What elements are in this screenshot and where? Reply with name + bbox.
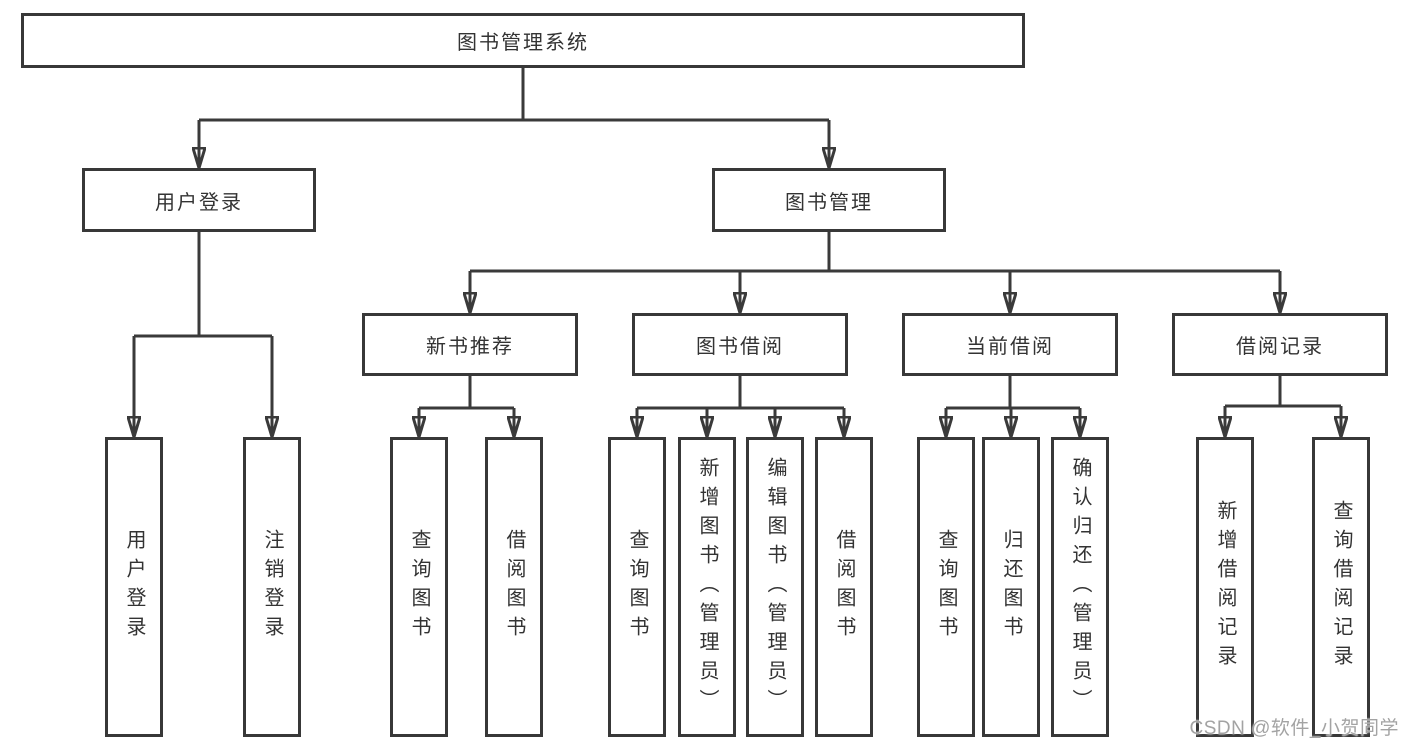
connector-user-login-children [134, 232, 272, 437]
connector-new-book-children [419, 376, 514, 437]
connector-book-management-children [470, 232, 1280, 313]
node-new-book-recommend-label: 新书推荐 [426, 336, 514, 358]
node-book-borrow: 图书借阅 [632, 313, 848, 376]
node-book-borrow-label: 图书借阅 [696, 336, 784, 358]
leaf-br-query-record-label: 查询借阅记录 [1330, 500, 1352, 674]
leaf-bb-query-book-label: 查询图书 [626, 529, 648, 645]
connector-borrow-records-children [1225, 376, 1341, 437]
leaf-br-add-record: 新增借阅记录 [1196, 437, 1254, 737]
leaf-user-login-label: 用户登录 [123, 529, 145, 645]
node-borrow-records-label: 借阅记录 [1236, 336, 1324, 358]
node-user-login-group: 用户登录 [82, 168, 316, 232]
node-book-management-label: 图书管理 [785, 191, 873, 214]
leaf-cb-confirm-return-admin-label: 确认归还（管理员） [1069, 456, 1091, 718]
leaf-nb-query-book-label: 查询图书 [408, 529, 430, 645]
node-book-management: 图书管理 [712, 168, 946, 232]
node-current-borrow: 当前借阅 [902, 313, 1118, 376]
leaf-nb-borrow-book: 借阅图书 [485, 437, 543, 737]
leaf-bb-borrow-book: 借阅图书 [815, 437, 873, 737]
csdn-watermark: CSDN @软件_小贺同学 [1189, 718, 1399, 739]
node-user-login-group-label: 用户登录 [155, 191, 243, 214]
node-current-borrow-label: 当前借阅 [966, 336, 1054, 358]
leaf-cb-return-book-label: 归还图书 [1000, 529, 1022, 645]
leaf-nb-query-book: 查询图书 [390, 437, 448, 737]
leaf-logout-login: 注销登录 [243, 437, 301, 737]
connector-root-to-level2 [199, 68, 829, 168]
leaf-cb-query-book-label: 查询图书 [935, 529, 957, 645]
leaf-cb-query-book: 查询图书 [917, 437, 975, 737]
leaf-bb-add-book-admin: 新增图书（管理员） [678, 437, 736, 737]
leaf-bb-borrow-book-label: 借阅图书 [833, 529, 855, 645]
leaf-cb-return-book: 归还图书 [982, 437, 1040, 737]
leaf-bb-edit-book-admin: 编辑图书（管理员） [746, 437, 804, 737]
leaf-user-login: 用户登录 [105, 437, 163, 737]
leaf-br-add-record-label: 新增借阅记录 [1214, 500, 1236, 674]
leaf-bb-query-book: 查询图书 [608, 437, 666, 737]
connector-current-borrow-children [946, 376, 1080, 437]
leaf-br-query-record: 查询借阅记录 [1312, 437, 1370, 737]
node-root-label: 图书管理系统 [457, 32, 589, 54]
node-new-book-recommend: 新书推荐 [362, 313, 578, 376]
node-root: 图书管理系统 [21, 13, 1025, 68]
leaf-bb-edit-book-admin-label: 编辑图书（管理员） [764, 456, 786, 718]
leaf-cb-confirm-return-admin: 确认归还（管理员） [1051, 437, 1109, 737]
leaf-nb-borrow-book-label: 借阅图书 [503, 529, 525, 645]
leaf-logout-login-label: 注销登录 [261, 529, 283, 645]
node-borrow-records: 借阅记录 [1172, 313, 1388, 376]
leaf-bb-add-book-admin-label: 新增图书（管理员） [696, 456, 718, 718]
connector-book-borrow-children [637, 376, 844, 437]
